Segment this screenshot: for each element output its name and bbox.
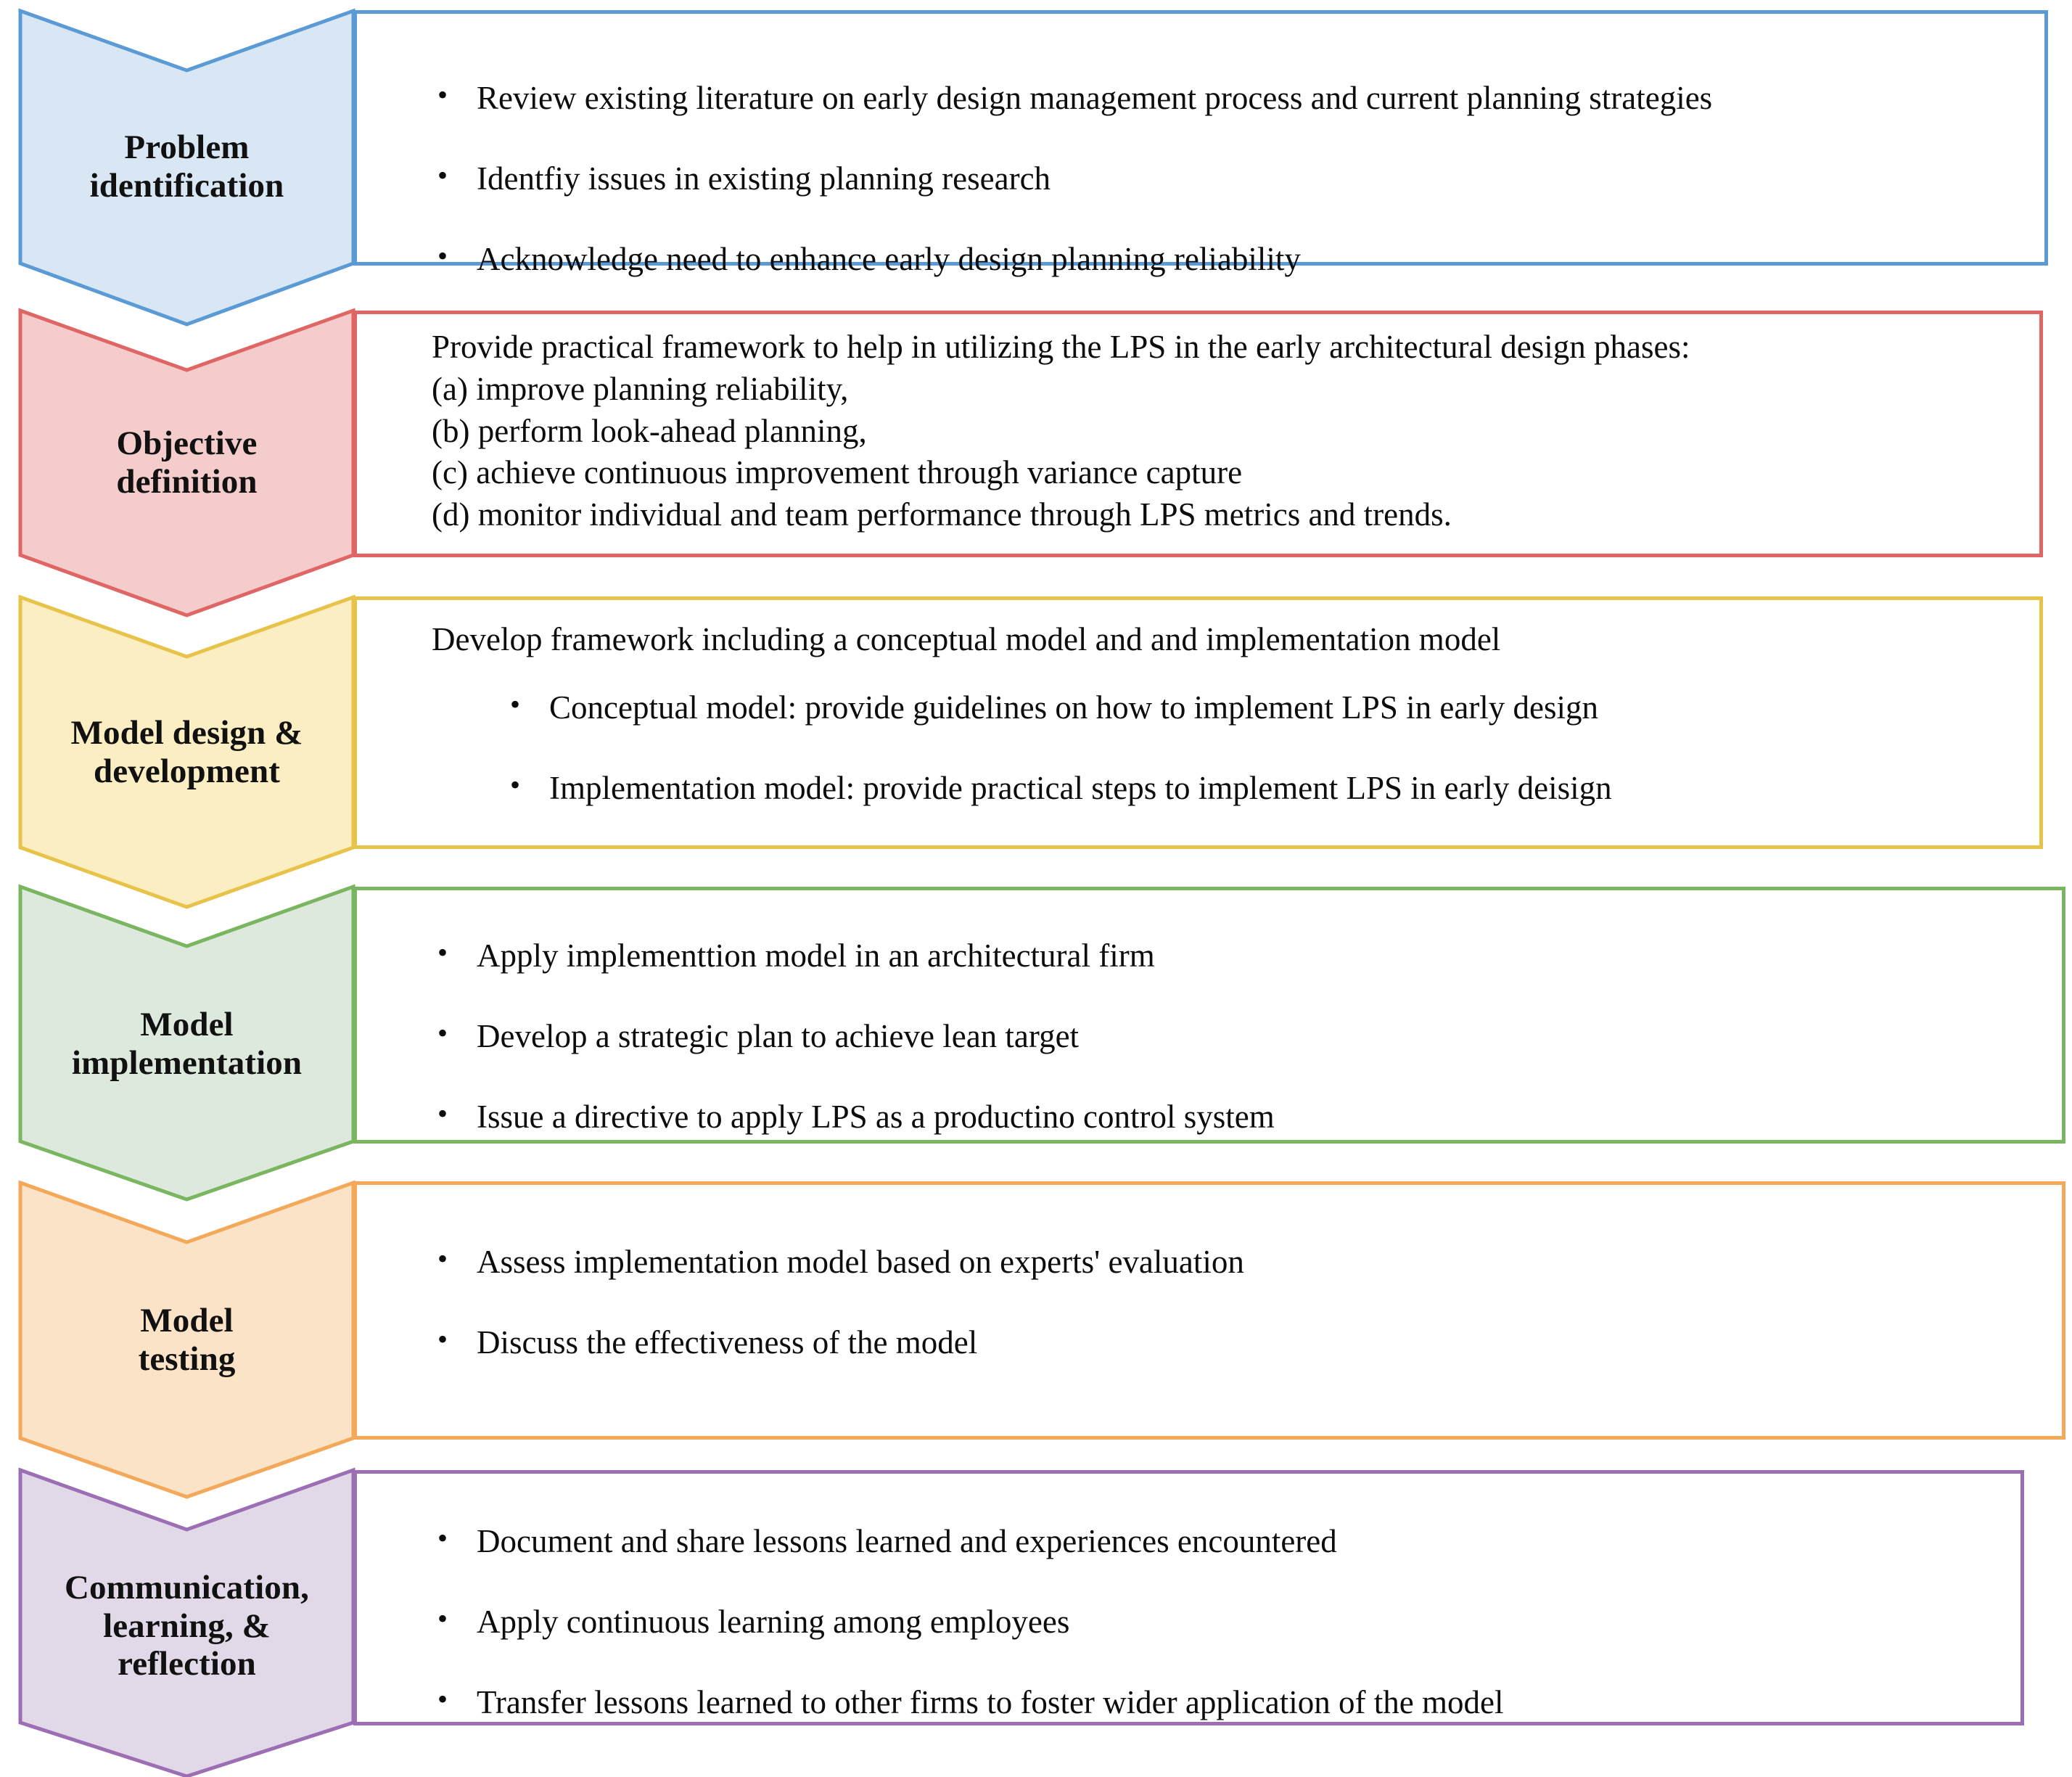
stage-paragraph-objective-definition: Provide practical framework to help in u… <box>432 327 2032 536</box>
chevron-shape-objective-definition <box>18 308 355 617</box>
paragraph-line: (c) achieve continuous improvement throu… <box>432 454 1243 491</box>
paragraph-line: (a) improve planning reliability, <box>432 370 849 407</box>
bullet-item: Apply continuous learning among employee… <box>432 1604 1503 1638</box>
bullet-item: Apply implementtion model in an architec… <box>432 938 1275 972</box>
chevron-shape-problem-identification <box>18 8 355 327</box>
bullet-item: Develop a strategic plan to achieve lean… <box>432 1019 1275 1053</box>
stage-content-panel-communication-learning-reflection: Document and share lessons learned and e… <box>353 1470 2024 1725</box>
stage-content-panel-model-implementation: Apply implementtion model in an architec… <box>353 887 2065 1144</box>
bullet-item: Identfiy issues in existing planning res… <box>432 161 1712 195</box>
bullet-item: Assess implementation model based on exp… <box>432 1244 1244 1279</box>
chevron-shape-model-implementation <box>18 884 355 1202</box>
stage-bullet-list-model-implementation: Apply implementtion model in an architec… <box>432 938 1275 1133</box>
bullet-item: Issue a directive to apply LPS as a prod… <box>432 1099 1275 1133</box>
bullet-item: Review existing literature on early desi… <box>432 81 1712 115</box>
paragraph-line: (b) perform look-ahead planning, <box>432 412 867 449</box>
stage-bullet-list-communication-learning-reflection: Document and share lessons learned and e… <box>432 1524 1503 1719</box>
bullet-item: Discuss the effectiveness of the model <box>432 1325 1244 1359</box>
stage-content-panel-problem-identification: Review existing literature on early desi… <box>353 10 2048 276</box>
paragraph-line: (d) monitor individual and team performa… <box>432 496 1452 533</box>
stage-bullet-list-problem-identification: Review existing literature on early desi… <box>432 81 1712 276</box>
chevron-shape-model-design-development <box>18 594 355 909</box>
stage-chevron-communication-learning-reflection: Communication,learning, &reflection <box>18 1467 355 1777</box>
chevron-shape-model-testing <box>18 1180 355 1499</box>
bullet-item: Document and share lessons learned and e… <box>432 1524 1503 1558</box>
bullet-item: Acknowledge need to enhance early design… <box>432 242 1712 276</box>
bullet-item: Conceptual model: provide guidelines on … <box>504 690 1612 724</box>
bullet-item: Transfer lessons learned to other firms … <box>432 1685 1503 1719</box>
stage-lead-text-model-design-development: Develop framework including a conceptual… <box>432 621 1501 657</box>
stage-bullet-list-model-design-development: Conceptual model: provide guidelines on … <box>504 690 1612 805</box>
stage-content-panel-objective-definition: Provide practical framework to help in u… <box>353 311 2043 557</box>
paragraph-line: Provide practical framework to help in u… <box>432 329 1690 365</box>
chevron-shape-communication-learning-reflection <box>18 1467 355 1777</box>
stage-chevron-model-design-development: Model design &development <box>18 594 355 909</box>
bullet-item: Implementation model: provide practical … <box>504 771 1612 805</box>
stage-content-panel-model-design-development: Develop framework including a conceptual… <box>353 596 2043 849</box>
stage-content-panel-model-testing: Assess implementation model based on exp… <box>353 1181 2065 1440</box>
stage-bullet-list-model-testing: Assess implementation model based on exp… <box>432 1244 1244 1359</box>
